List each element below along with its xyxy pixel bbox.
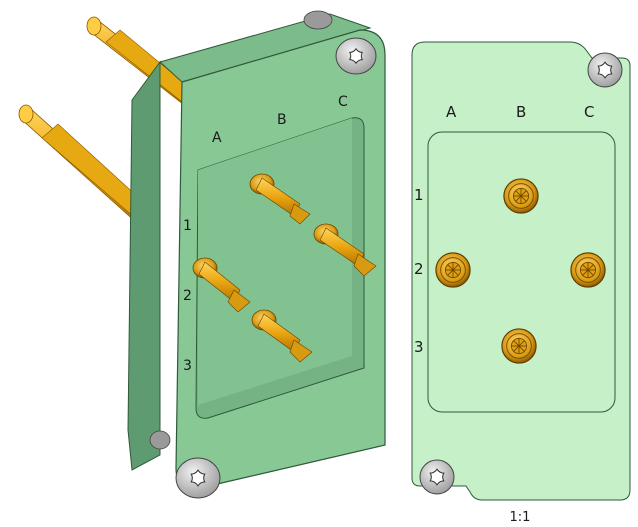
gold-spring-contact-icon <box>435 252 471 288</box>
iso-contact-b3 <box>251 309 313 363</box>
front-view: A B C 1 2 3 1:1 <box>411 41 631 525</box>
front-screw-bottom <box>419 459 455 495</box>
front-screw-top <box>587 52 623 88</box>
iso-screw-bottom <box>149 430 221 499</box>
front-row-label-3: 3 <box>414 338 424 356</box>
iso-col-label-b: B <box>277 112 287 128</box>
iso-view: A B C 1 2 3 <box>18 10 386 499</box>
front-plate <box>411 41 631 501</box>
iso-row-label-3: 3 <box>183 358 192 374</box>
iso-col-label-a: A <box>212 130 222 146</box>
iso-screw-top <box>303 10 377 75</box>
iso-contact-c2 <box>313 223 377 277</box>
iso-contact-a2 <box>192 257 251 313</box>
housing-side <box>127 60 161 471</box>
gold-spring-contact-icon <box>501 328 537 364</box>
front-recess <box>427 131 616 413</box>
rear-pin-upper <box>86 16 201 109</box>
front-col-label-a: A <box>446 103 457 121</box>
housing-top <box>158 13 372 83</box>
scale-label: 1:1 <box>510 510 531 525</box>
gold-spring-contact-icon <box>503 178 539 214</box>
front-col-label-c: C <box>584 103 594 121</box>
front-row-label-1: 1 <box>414 186 424 204</box>
iso-row-label-1: 1 <box>183 218 192 234</box>
iso-contact-b1 <box>249 173 311 225</box>
iso-row-label-2: 2 <box>183 288 192 304</box>
front-col-label-b: B <box>516 103 526 121</box>
gold-spring-contact-icon <box>570 252 606 288</box>
front-row-label-2: 2 <box>414 260 424 278</box>
iso-col-label-c: C <box>338 94 348 110</box>
